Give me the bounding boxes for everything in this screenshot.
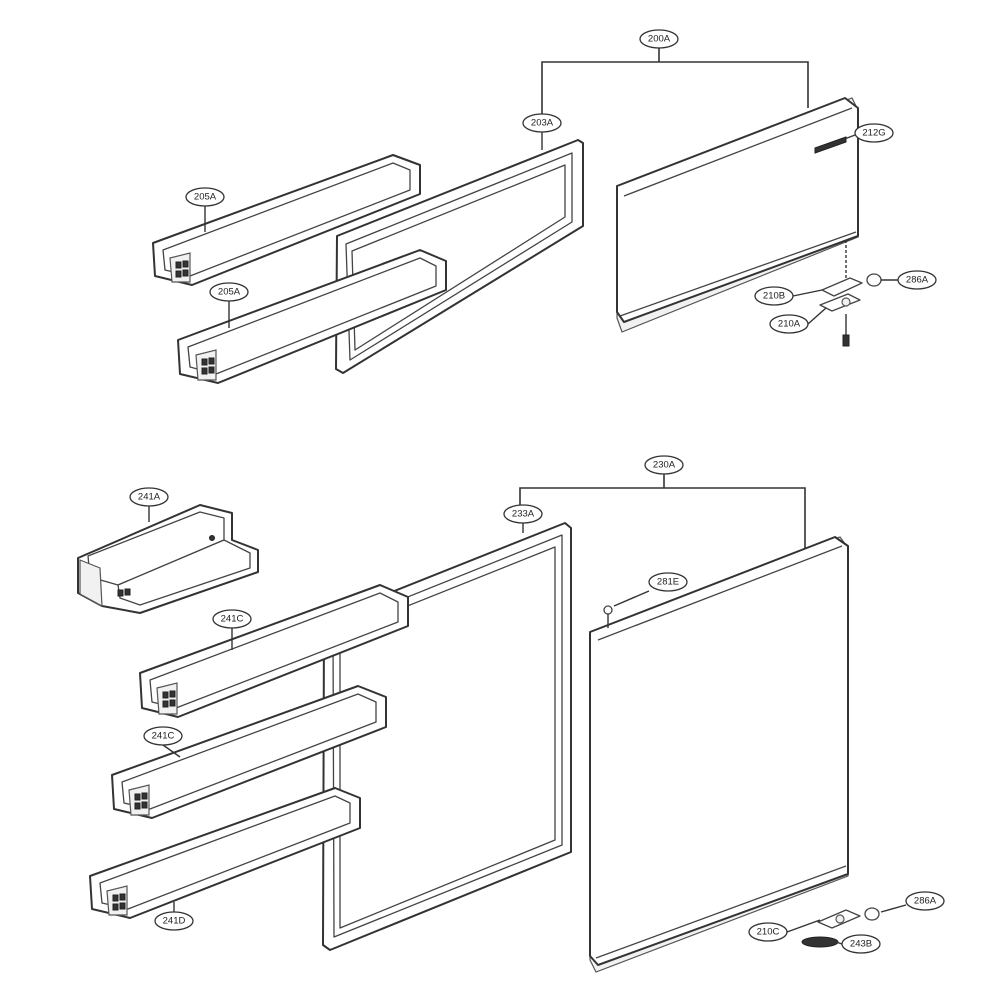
hinge-cap-upper: [866, 273, 882, 287]
callout-210C: 210C: [748, 922, 788, 942]
hinge-bracket-upper: [819, 293, 861, 312]
door-screw: [603, 605, 613, 628]
callout-241D: 241D: [154, 911, 194, 931]
callout-210A: 210A: [769, 314, 809, 334]
callout-label-203A: 203A: [531, 118, 554, 129]
callout-label-241D: 241D: [163, 916, 186, 927]
upper-shelf-1: [152, 154, 421, 286]
callout-230A: 230A: [644, 455, 684, 475]
bracket-200A: [541, 61, 809, 116]
callout-label-286A-lower: 286A: [914, 896, 937, 907]
callout-200A: 200A: [639, 29, 679, 49]
callout-label-200A: 200A: [648, 34, 671, 45]
callout-205A-1: 205A: [185, 187, 225, 207]
hinge-screw-upper: [842, 334, 850, 347]
callout-label-230A: 230A: [653, 460, 676, 471]
callout-label-210C: 210C: [757, 927, 780, 938]
callout-210B: 210B: [754, 286, 794, 306]
callout-286A-upper: 286A: [897, 270, 937, 290]
hinge-plate-upper: [821, 277, 863, 297]
lower-hinge-assembly: [801, 907, 880, 948]
upper-door: [616, 97, 859, 333]
callout-label-286A-upper: 286A: [906, 275, 929, 286]
callout-label-241C-1: 241C: [221, 614, 244, 625]
callout-241C-2: 241C: [143, 726, 183, 746]
callout-label-205A-1: 205A: [194, 192, 217, 203]
callout-205A-2: 205A: [209, 282, 249, 302]
emblem-icon: [814, 136, 847, 154]
lower-basket-3: [89, 787, 361, 919]
hinge-cap-lower: [864, 907, 880, 921]
upper-shelf-2: [177, 249, 447, 384]
callout-label-205A-2: 205A: [218, 287, 241, 298]
bracket-230A: [519, 487, 806, 548]
dairy-bin: [77, 504, 259, 614]
callout-label-210A: 210A: [778, 319, 801, 330]
lower-door: [589, 536, 849, 973]
callout-label-243B: 243B: [850, 939, 872, 950]
callout-233A: 233A: [503, 504, 543, 524]
callout-241C-1: 241C: [212, 609, 252, 629]
callout-286A-lower: 286A: [905, 891, 945, 911]
callout-label-212G: 212G: [862, 128, 885, 139]
callout-281E: 281E: [648, 572, 688, 592]
lower-basket-2: [111, 685, 387, 819]
callout-label-241A: 241A: [138, 492, 161, 503]
callout-label-233A: 233A: [512, 509, 535, 520]
callout-241A: 241A: [129, 487, 169, 507]
callout-label-241C-2: 241C: [152, 731, 175, 742]
callout-label-210B: 210B: [763, 291, 785, 302]
upper-hinge-assembly: [819, 240, 882, 347]
callout-label-281E: 281E: [657, 577, 679, 588]
callout-203A: 203A: [522, 113, 562, 133]
callout-212G: 212G: [854, 123, 894, 143]
callout-243B: 243B: [841, 934, 881, 954]
lower-basket-1: [139, 584, 409, 718]
stopper-icon: [801, 936, 839, 948]
